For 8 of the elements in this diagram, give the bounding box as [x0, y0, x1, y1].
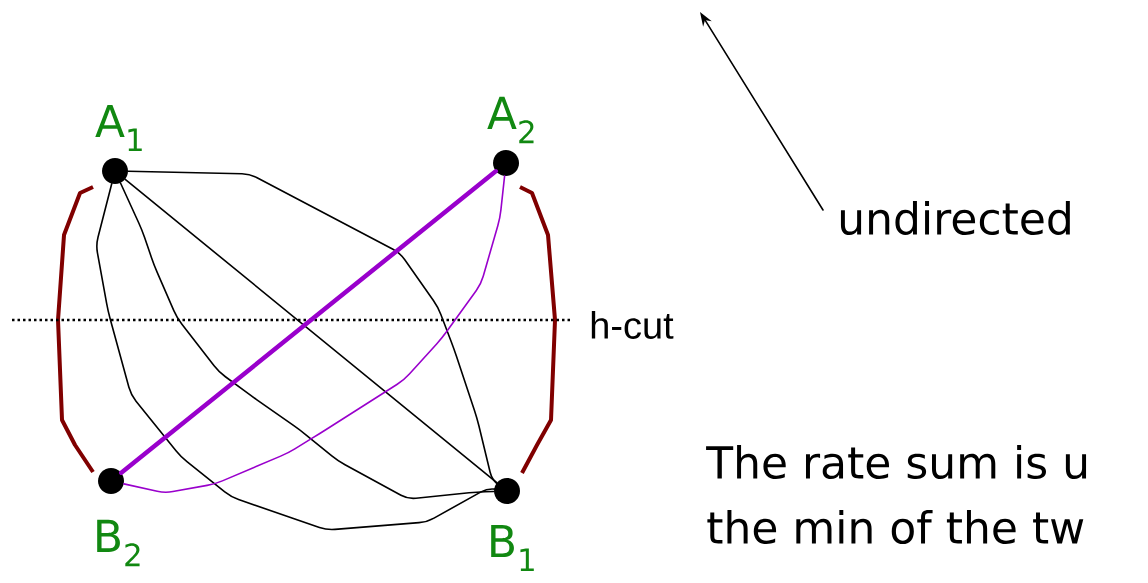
annotation-text: undirected	[840, 201, 1070, 236]
note-text: the min of the tw	[707, 509, 1084, 544]
note-text: The rate sum is u	[706, 445, 1087, 479]
node-label: B$_{2}$	[97, 519, 140, 567]
node-label: A$_{1}$	[95, 105, 142, 151]
cut-label: h-cut	[591, 311, 674, 339]
node-label: B$_{1}$	[491, 525, 534, 571]
node-label: A$_{2}$	[487, 96, 534, 144]
